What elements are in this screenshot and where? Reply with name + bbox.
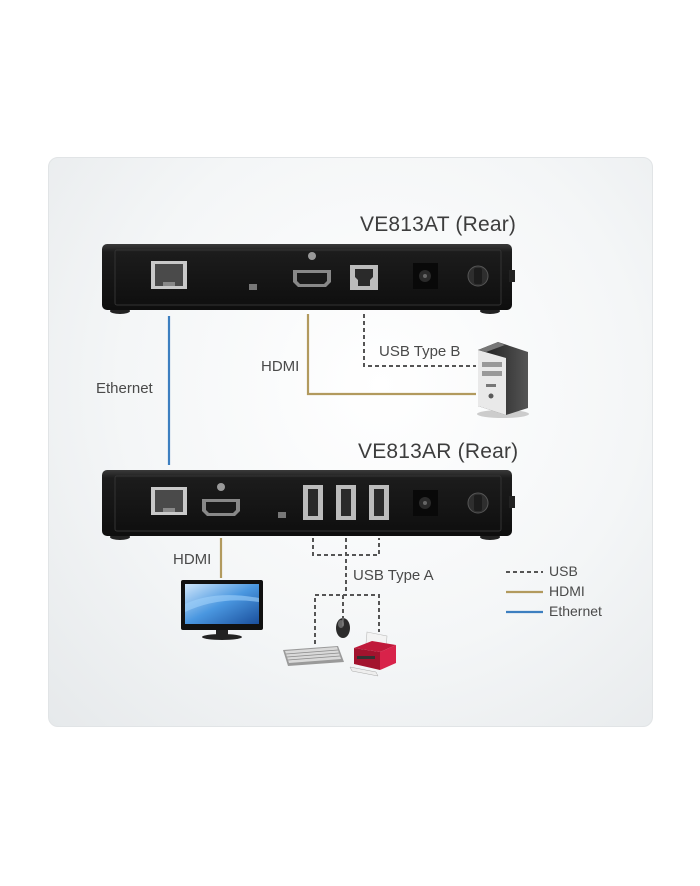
legend-usb-label: USB [549,563,578,579]
legend-hdmi-label: HDMI [549,583,585,599]
tx-hdmi-cable [306,314,476,396]
monitor-icon [181,580,263,640]
keyboard-icon [283,646,344,666]
tx-hdmi-label: HDMI [261,358,300,375]
tx-ethernet-port [151,261,187,289]
receiver-device [102,470,515,540]
tx-reset-button [249,284,257,290]
rx-screw [217,483,225,491]
rx-usb-label: USB Type A [353,567,434,584]
ethernet-label: Ethernet [96,380,153,397]
transmitter-device [102,244,515,314]
tx-usb-cable [363,314,476,367]
rx-power-port [413,490,438,516]
legend-ethernet-label: Ethernet [549,603,602,619]
rx-reset-button [278,512,286,518]
legend-swatches [506,571,543,614]
computer-tower-icon [477,342,529,418]
tx-screw [308,252,316,260]
tx-usb-label: USB Type B [379,343,461,360]
transmitter-title: VE813AT (Rear) [360,213,517,236]
mouse-icon [336,618,350,638]
tx-hdmi-port [293,270,331,287]
printer-icon [349,631,396,677]
rx-usb-cable [312,538,380,644]
rx-ethernet-port [151,487,187,515]
rx-usb-a-ports [303,485,389,520]
tx-power-port [413,263,438,289]
receiver-title: VE813AR (Rear) [358,440,519,463]
tx-usb-b-port [350,265,378,290]
rx-hdmi-label: HDMI [173,551,212,568]
rx-hdmi-port [202,499,240,516]
